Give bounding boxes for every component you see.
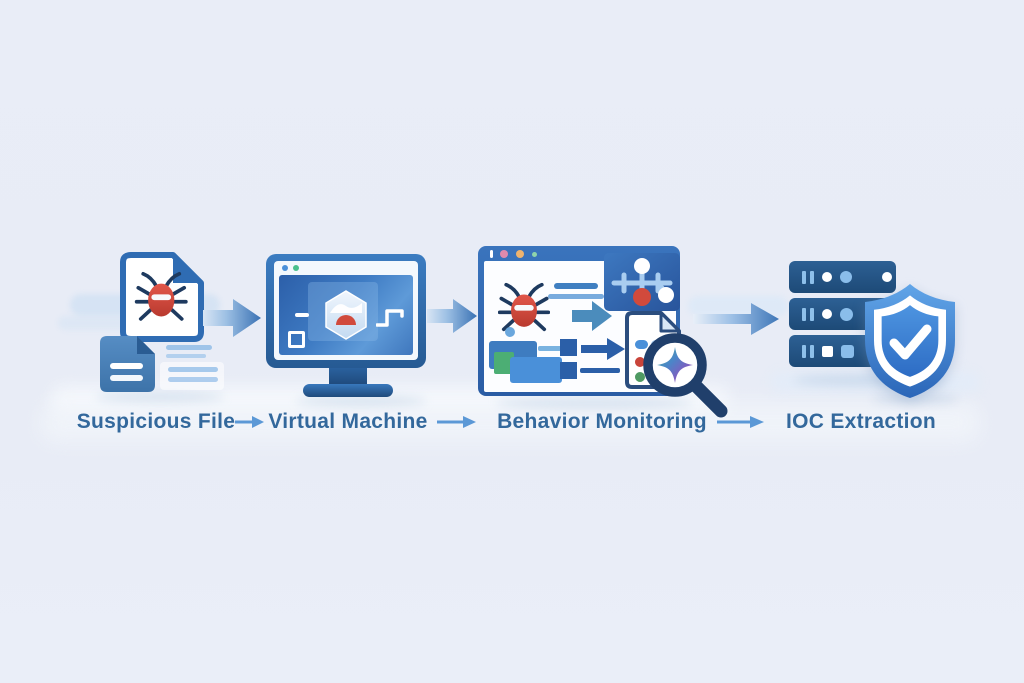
- connector-line-icon: [376, 309, 405, 327]
- dash-mark: [295, 313, 310, 318]
- label-arrow-icon: [235, 416, 264, 428]
- sparkle-icon: [657, 347, 693, 383]
- text-line: [554, 283, 598, 289]
- bug-icon: [134, 271, 188, 321]
- monitor-icon: [266, 254, 426, 368]
- step-label-behavior-monitoring: Behavior Monitoring: [497, 410, 707, 433]
- flow-arrow-icon: [203, 299, 261, 337]
- text-line: [166, 354, 206, 358]
- label-arrow-icon: [717, 416, 764, 428]
- shadow: [872, 394, 958, 404]
- flow-block-green: [494, 352, 514, 374]
- window-dot-orange: [516, 250, 524, 258]
- server-led: [822, 272, 832, 282]
- checkmark-icon: [889, 324, 932, 360]
- server-led: [840, 271, 852, 283]
- connector-line: [580, 368, 620, 373]
- server-led: [822, 345, 833, 357]
- titlebar-mark: [490, 250, 493, 258]
- shadow: [296, 396, 426, 406]
- server-led: [840, 307, 853, 321]
- server-rack-row: [789, 261, 896, 293]
- window-dot-green: [293, 264, 299, 271]
- connector-line: [538, 346, 564, 351]
- shield-badge-icon: [325, 290, 367, 340]
- server-led: [841, 344, 854, 358]
- flow-node: [560, 339, 577, 356]
- step-label-ioc-extraction: IOC Extraction: [785, 410, 937, 433]
- process-graph-icon: [604, 253, 680, 311]
- server-indicator-bar: [802, 307, 806, 321]
- flow-node: [560, 362, 577, 379]
- flow-block: [510, 357, 562, 383]
- label-arrow-icon: [437, 416, 476, 428]
- step-label-virtual-machine: Virtual Machine: [268, 410, 428, 433]
- server-led: [822, 309, 832, 319]
- monitor-screen: [274, 261, 418, 360]
- sandbox-screen-content: [279, 275, 413, 355]
- shadow: [96, 392, 224, 402]
- text-line: [168, 367, 218, 372]
- process-arrow-icon: [572, 301, 612, 331]
- monitor-titlebar: [274, 261, 418, 274]
- process-arrow-icon: [581, 338, 625, 360]
- bug-icon: [498, 282, 550, 332]
- text-panel: [160, 362, 224, 390]
- background-streak: [40, 402, 980, 442]
- server-indicator-bar: [810, 307, 814, 321]
- server-indicator-bar: [802, 270, 806, 284]
- server-led: [882, 272, 892, 282]
- server-indicator-bar: [802, 344, 806, 358]
- suspicious-file-document-icon: [120, 252, 204, 342]
- window-dot-blue: [282, 264, 288, 271]
- text-line: [168, 377, 218, 382]
- window-dot-green: [532, 252, 537, 257]
- flow-arrow-icon: [427, 299, 477, 333]
- blue-document-icon: [100, 336, 155, 392]
- monitor-stand-neck: [329, 368, 367, 385]
- text-line: [548, 294, 604, 299]
- shield-check-icon: [865, 284, 955, 398]
- text-line: [166, 345, 212, 350]
- monitor-stand-base: [303, 384, 393, 397]
- magnifier-icon: [643, 333, 728, 418]
- server-indicator-bar: [810, 344, 814, 358]
- shadow: [496, 397, 692, 409]
- node-dot: [505, 327, 515, 337]
- flow-arrow-icon: [693, 303, 779, 335]
- step-label-suspicious-file: Suspicious File: [76, 410, 236, 433]
- square-outline-icon: [288, 330, 306, 348]
- window-dot-pink: [500, 250, 508, 258]
- server-indicator-bar: [810, 270, 814, 284]
